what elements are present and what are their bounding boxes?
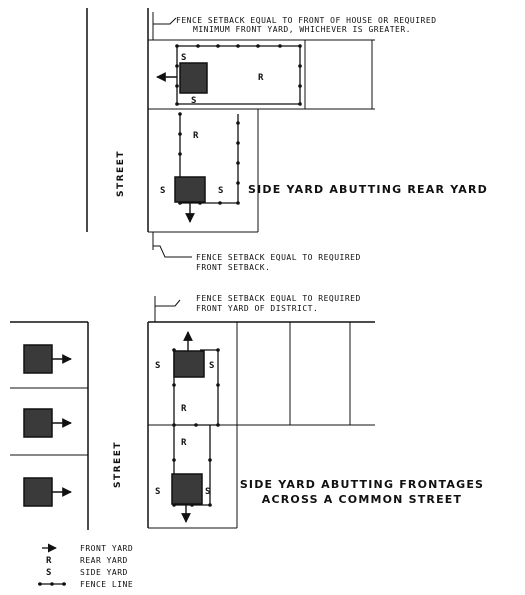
street-label-top: STREET xyxy=(116,150,126,197)
side-yard-label: S xyxy=(209,361,214,371)
side-yard-label: S xyxy=(155,487,160,497)
side-yard-label: S xyxy=(181,53,186,63)
note-bottom-setback-line-2: FRONT SETBACK. xyxy=(196,263,270,272)
rear-yard-label: R xyxy=(181,404,187,414)
side-yard-label: S xyxy=(191,96,196,106)
house-upper xyxy=(179,62,208,94)
setback-leader-bottom-diagram xyxy=(155,299,181,307)
note-bottom-setback-line-1: FENCE SETBACK EQUAL TO REQUIRED xyxy=(196,253,361,262)
rear-yard-label: R xyxy=(181,438,187,448)
note-front-setback-line-2: MINIMUM FRONT YARD, WHICHEVER IS GREATER… xyxy=(193,25,411,34)
side-yard-label: S xyxy=(160,186,165,196)
setback-leader-bottom xyxy=(153,245,192,258)
rear-yard-label: R xyxy=(193,131,199,141)
fence-line-lower-lot-bottom xyxy=(174,425,211,506)
note-district-setback-line-1: FENCE SETBACK EQUAL TO REQUIRED xyxy=(196,294,361,303)
legend: FRONT YARD R REAR YARD S SIDE YARD FENCE… xyxy=(38,543,133,589)
setback-leader-top xyxy=(153,17,177,25)
left-house-3 xyxy=(23,477,53,507)
house-lower xyxy=(174,176,206,203)
bottom-diagram-title-line-2: ACROSS A COMMON STREET xyxy=(262,493,462,506)
rear-yard-label: R xyxy=(258,73,264,83)
side-yard-label: S xyxy=(155,361,160,371)
house-lower-bottom xyxy=(171,473,203,505)
side-yard-label: S xyxy=(205,487,210,497)
house-upper-bottom xyxy=(173,350,205,378)
note-district-setback-line-2: FRONT YARD OF DISTRICT. xyxy=(196,304,318,313)
top-diagram-title: SIDE YARD ABUTTING REAR YARD xyxy=(248,183,488,196)
left-house-1 xyxy=(23,344,53,374)
fence-posts-upper xyxy=(175,44,302,106)
legend-front-label: FRONT YARD xyxy=(80,544,133,553)
legend-rear-symbol: R xyxy=(46,556,52,566)
top-diagram: S S R R S S FENCE SETBACK EQUAL TO FRONT… xyxy=(86,8,488,272)
bottom-diagram-title-line-1: SIDE YARD ABUTTING FRONTAGES xyxy=(240,478,484,491)
fence-posts-bottom xyxy=(172,348,220,507)
bottom-diagram: S S R R S S FENCE SETBACK EQUAL TO REQUI… xyxy=(10,294,484,530)
note-front-setback-line-1: FENCE SETBACK EQUAL TO FRONT OF HOUSE OR… xyxy=(176,16,437,25)
fence-line-lower-lot xyxy=(179,114,239,204)
legend-side-symbol: S xyxy=(46,568,51,578)
legend-side-label: SIDE YARD xyxy=(80,568,128,577)
left-house-2 xyxy=(23,408,53,438)
legend-fence-label: FENCE LINE xyxy=(80,580,133,589)
legend-rear-label: REAR YARD xyxy=(80,556,128,565)
side-yard-label: S xyxy=(218,186,223,196)
street-label-bottom: STREET xyxy=(113,441,123,488)
